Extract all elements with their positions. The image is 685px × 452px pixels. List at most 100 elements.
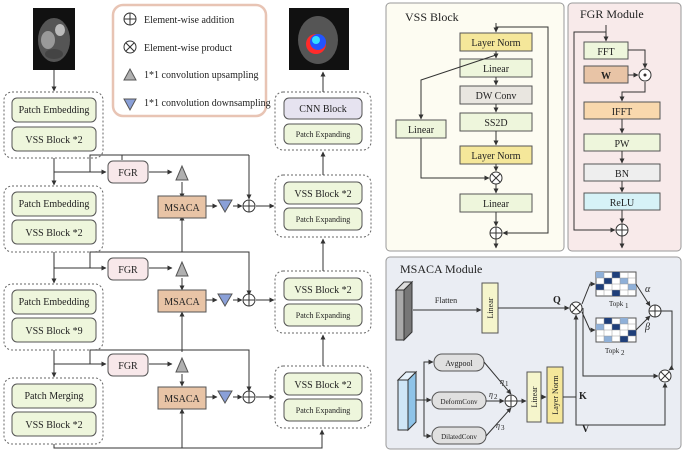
encoder-stage2-patch-embedding xyxy=(11,191,97,217)
fgr_label-text: FGR xyxy=(118,361,138,372)
vss_block-linear-text: Linear xyxy=(483,64,510,75)
decoder-stage1-0-text: VSS Block *2 xyxy=(294,189,351,200)
msaca_label-text: MSACA xyxy=(164,297,200,308)
msaca_module-deform-text: DeformConv xyxy=(441,398,478,406)
msaca_label-text: MSACA xyxy=(164,203,200,214)
vss_block-ss2d-text: SS2D xyxy=(484,118,507,129)
encoder-stage3-0-text: Patch Embedding xyxy=(19,297,90,308)
q-label: Q xyxy=(553,295,561,306)
beta-label: β xyxy=(644,322,650,333)
topk2-label: Topk xyxy=(605,347,620,355)
fgr_module-w-text: W xyxy=(601,71,611,82)
decoder-stage2-vss-block xyxy=(283,277,363,301)
legend-panel: Element-wise addition Element-wise produ… xyxy=(111,3,271,118)
downsample-triangle-3 xyxy=(217,390,233,404)
fgr-block-2 xyxy=(107,257,149,281)
vss-block-title: VSS Block xyxy=(405,10,459,24)
encoder-stage3-patch-embedding xyxy=(11,289,97,315)
vss-product-node xyxy=(489,171,503,185)
vss_block-layer_norm-text: Layer Norm xyxy=(471,151,520,162)
vss_block-linear-text: Linear xyxy=(408,125,435,136)
encoder-stage1-0-text: Patch Embedding xyxy=(19,105,90,116)
fgr-add-node xyxy=(615,223,629,237)
decoder-stage3-vss-block xyxy=(283,372,363,396)
upsample-triangle-1 xyxy=(175,164,189,181)
fgr_label-text: FGR xyxy=(118,265,138,276)
upsample-triangle-2 xyxy=(175,260,189,277)
msaca-qk-product-node xyxy=(569,301,583,315)
msaca_module-topk2_sub-text: 2 xyxy=(621,349,625,357)
fgr-dot-product-node xyxy=(638,68,652,82)
decoder-top-1-text: Patch Expanding xyxy=(296,130,350,139)
msaca-topk-add-node xyxy=(648,304,662,318)
skip-row1-lines xyxy=(54,154,275,252)
msaca_module-topk1_sub-text: 1 xyxy=(625,302,629,310)
fgr-flow-arrows xyxy=(573,25,648,249)
encoder-stage2-0-text: Patch Embedding xyxy=(19,199,90,210)
input-mri-image xyxy=(33,8,75,70)
encoder-stage1-1-text: VSS Block *2 xyxy=(25,135,82,146)
encoder-stage3-1-text: VSS Block *9 xyxy=(25,326,82,337)
decoder-stage3-1-text: Patch Expanding xyxy=(296,406,350,415)
decoder-stage1-vss-block xyxy=(283,181,363,205)
msaca-block-3 xyxy=(157,386,207,410)
downsampling-triangle-icon xyxy=(123,98,137,112)
k-label: K xyxy=(579,391,587,402)
msaca-flow-arrows xyxy=(413,281,675,439)
msaca_module-linear-text: Linear xyxy=(530,386,539,407)
msaca_module-eta1-text: η xyxy=(500,377,504,386)
msaca_module-layer_norm-text: Layer Norm xyxy=(551,375,560,415)
add-node-2 xyxy=(242,293,256,307)
q-input-slab xyxy=(394,280,414,342)
output-segmentation-image xyxy=(289,8,349,70)
vss-flow-arrows xyxy=(418,23,549,249)
fgr_module-pw-text: PW xyxy=(615,139,631,150)
downsample-triangle-2 xyxy=(217,293,233,307)
downsample-triangle-1 xyxy=(217,199,233,213)
msaca_label-text: MSACA xyxy=(164,394,200,405)
encoder-stage4-vss-block xyxy=(11,411,97,437)
fgr-block-3 xyxy=(107,353,149,377)
msaca-eta-labels: η 1 η 2 η 3 xyxy=(489,377,509,432)
decoder-top-0-text: CNN Block xyxy=(299,104,347,115)
encoder-stage4-1-text: VSS Block *2 xyxy=(25,420,82,431)
decoder-top-patch-expanding xyxy=(283,123,363,145)
vss-add-node xyxy=(489,226,503,240)
legend-up-text: 1*1 convolution upsampling xyxy=(144,70,258,81)
encoder-stage1-vss-block xyxy=(11,126,97,152)
encoder-stage2-1-text: VSS Block *2 xyxy=(25,228,82,239)
fgr_module-relu-text: ReLU xyxy=(610,198,635,209)
encoder-stage3-vss-block xyxy=(11,317,97,343)
msaca_module-eta3-text: η xyxy=(496,421,500,430)
msaca-kv-add-node xyxy=(504,394,518,408)
msaca_module-linear-text: Linear xyxy=(486,297,495,318)
encoder-stage4-patch-merging xyxy=(11,383,97,409)
vss_block-linear-text: Linear xyxy=(483,199,510,210)
msaca_module-avgpool-text: Avgpool xyxy=(445,359,473,368)
msaca-block-2 xyxy=(157,289,207,313)
encoder-stage1-patch-embedding xyxy=(11,97,97,123)
decoder-stage2-0-text: VSS Block *2 xyxy=(294,285,351,296)
decoder-stage1-1-text: Patch Expanding xyxy=(296,215,350,224)
fgr_label-text: FGR xyxy=(118,168,138,179)
msaca_module-eta2_sub-text: 2 xyxy=(494,393,498,401)
v-label: V xyxy=(582,424,590,435)
skip-row2-lines xyxy=(54,251,275,352)
encoder-stage2-vss-block xyxy=(11,219,97,245)
encoder-stage4-0-text: Patch Merging xyxy=(25,391,84,402)
encoder-stage3-frame xyxy=(3,283,104,351)
msaca_module-eta1_sub-text: 1 xyxy=(505,380,509,388)
decoder-stage1-patch-expanding xyxy=(283,207,363,231)
add-icon xyxy=(123,12,137,26)
msaca-block-1 xyxy=(157,195,207,219)
topk1-label: Topk xyxy=(609,300,624,308)
msaca-module-title: MSACA Module xyxy=(400,262,482,276)
upsample-triangle-3 xyxy=(175,356,189,373)
decoder-stage2-patch-expanding xyxy=(283,303,363,327)
fgr-block-1 xyxy=(107,160,149,184)
upsampling-triangle-icon xyxy=(123,67,137,81)
topk2-matrix xyxy=(595,317,637,343)
cnn-block xyxy=(283,97,363,120)
skip-row3-lines xyxy=(53,349,325,449)
vss_block-dw_conv-text: DW Conv xyxy=(476,91,517,102)
